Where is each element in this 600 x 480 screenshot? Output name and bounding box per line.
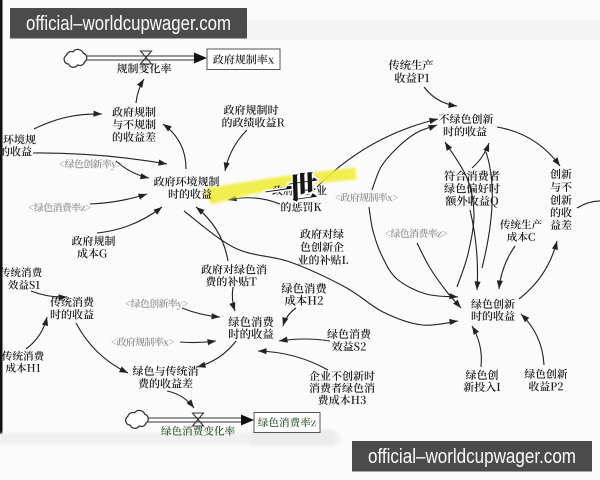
svg-text:official–worldcupwager.com: official–worldcupwager.com <box>26 12 231 35</box>
svg-text:official–worldcupwager.com: official–worldcupwager.com <box>368 445 576 468</box>
